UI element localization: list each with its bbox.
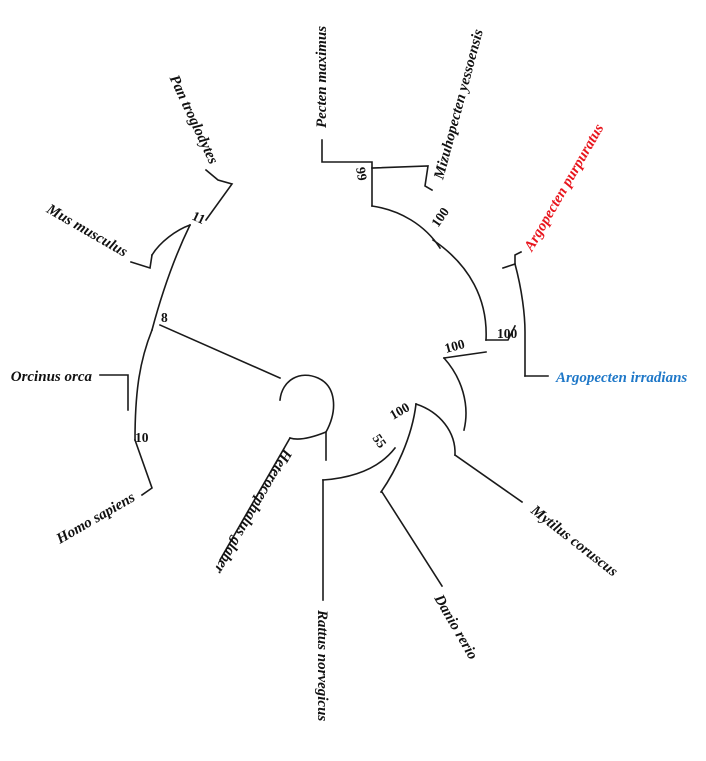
arc-mus-pan [150,223,192,257]
label-danio-rerio: Danio rerio [430,591,480,662]
arc-bivalves-clade [442,356,467,431]
label-argopecten-irradians: Argopecten irradians [555,370,687,386]
bootstrap-mus-pan: 11 [190,208,208,227]
branch-mammal-stem [158,323,282,380]
branch-danio-rerio [380,490,444,588]
bootstrap-scallops: 100 [428,204,452,229]
arc-pecten-clade [371,205,442,250]
bootstrap-bivalves: 100 [443,336,467,356]
bootstrap-argopecten: 100 [497,326,518,341]
label-heterocephalus-glaber: Heterocephalus glaber [210,446,295,577]
arc-homo-orca [134,328,154,441]
branch-mus-musculus [129,254,153,270]
branch-mytilus-coruscus [453,453,524,504]
bootstrap-invertebrate-fish: 100 [387,399,412,422]
label-orcinus-orca: Orcinus orca [11,369,93,385]
label-pecten-maximus: Pecten maximus [314,26,330,128]
bootstrap-homo-orca: 10 [135,430,149,445]
branch-heterocephalus-glaber [218,436,292,562]
arc-fish-clade [379,403,417,494]
bootstrap-with-rattus: 55 [370,431,390,451]
bootstrap-pecten-mizuhopecten: 99 [353,166,370,182]
arc-scallops-clade [431,238,487,341]
arc-rattus-clade [322,446,397,481]
branch-pan-troglodytes [204,168,234,222]
arc-mammal-clade [151,223,192,331]
arc-root-inner [279,374,335,440]
bootstrap-mammal-group: 8 [161,310,168,325]
arc-argopecten-clade [514,263,526,377]
branch-bivalves-stem [443,351,487,359]
label-mizuhopecten-yessoensis: Mizuhopecten yessoensis [431,27,487,182]
branch-homo-sapiens [133,438,153,497]
label-mus-musculus: Mus musculus [43,201,130,261]
branch-pecten-maximus [321,139,373,207]
branch-argopecten-stem [485,324,517,341]
branch-argopecten-purpuratus [501,250,523,270]
branch-mizuhopecten [371,165,434,192]
label-argopecten-purpuratus: Argopecten purpuratus [521,121,607,255]
label-homo-sapiens: Homo sapiens [53,490,138,548]
label-rattus-norvegicus: Rattus norvegicus [314,609,330,721]
branch-orcinus-orca [99,374,129,411]
arc-invertebrate-fish [414,402,456,456]
label-mytilus-coruscus: Mytilus coruscus [527,502,621,580]
label-pan-troglodytes: Pan troglodytes [166,73,221,167]
